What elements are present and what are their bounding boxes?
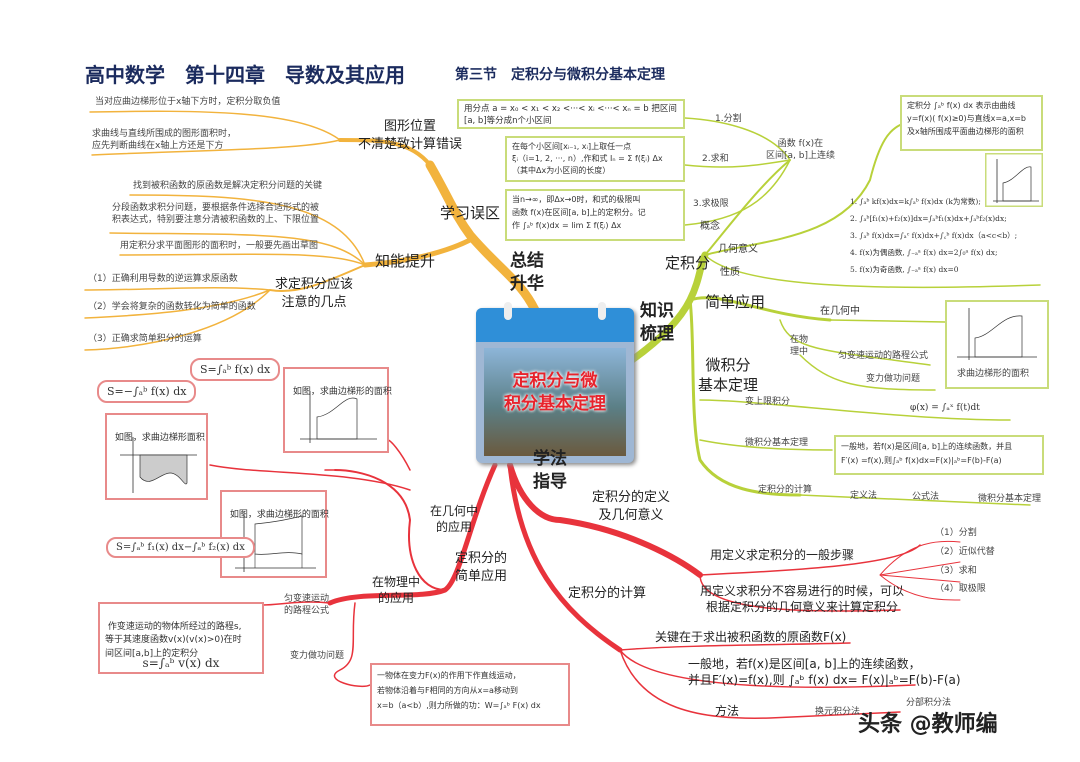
upper-limit-node: 变上限积分 (745, 397, 791, 407)
calendar-header (476, 308, 634, 342)
orange-branches (84, 110, 540, 351)
key-node: 关键在于求出被积函数的原函数F(x) (655, 630, 847, 644)
calendar-ring-icon (598, 302, 606, 320)
step-box: 用分点 a = x₀ < x₁ < x₂ <···< xᵢ <···< xₙ =… (457, 99, 685, 129)
case-caption: 如图，求曲边梯形面积 (114, 432, 205, 443)
green-branches (628, 117, 1041, 506)
geometric-node: 几何意义 (718, 244, 758, 255)
mistakes-node: 学习误区 (440, 204, 501, 222)
work-box: 一物体在变力F(x)的作用下作直线运动， 若物体沿着与F相同的方向从x=a移动到… (370, 663, 570, 726)
notes-node: 求定积分应该 注意的几点 (275, 277, 354, 310)
area-graph-icon (985, 153, 1043, 207)
work-node: 变力做功问题 (290, 651, 345, 661)
property-item: 3. ∫ₐᵇ f(x)dx=∫ₐᶜ f(x)dx+∫꜀ᵇ f(x)dx（a<c<… (850, 231, 1018, 240)
property-item: 5. f(x)为奇函数, ∫₋ₐᵃ f(x) dx=0 (850, 265, 959, 274)
mistake-position-node: 图形位置 不清楚致计算错误 (358, 119, 463, 152)
calendar-ring-icon (504, 302, 512, 320)
summary-node: 总结 升华 (510, 251, 544, 294)
ftc-box: 一般地，若f(x)是区间[a, b]上的连续函数，并且 F′(x) =f(x),… (834, 435, 1044, 475)
formula-bubble: S=∫ₐᵇ f(x) dx (190, 358, 281, 381)
chapter-title: 高中数学 第十四章 导数及其应用 (85, 63, 405, 87)
property-item: 2. ∫ₐᵇ[f₁(x)+f₂(x)]dx=∫ₐᵇf₁(x)dx+∫ₐᵇf₂(x… (850, 214, 1007, 223)
note-item: （3）正确求简单积分的运算 (88, 334, 202, 344)
general-node: 一般地，若f(x)是区间[a, b]上的连续函数， 并且F′(x)=f(x),则… (688, 657, 961, 688)
method-item: 微积分基本定理 (978, 494, 1042, 504)
improve-item: 分段函数求积分问题，要根据条件选择合适形式的被 积表达式，特别要注意分清被积函数… (112, 203, 320, 226)
center-picture: 定积分与微 积分基本定理 (484, 348, 626, 456)
area-graph-icon (957, 308, 1037, 360)
definite-integral-node: 定积分 (665, 254, 711, 272)
work-node: 变力做功问题 (866, 374, 921, 384)
method-node: 方法 (715, 704, 740, 718)
step-box: 在每个小区间[xᵢ₋₁, xᵢ]上取任一点 ξᵢ（i=1, 2, ···, n）… (505, 136, 685, 182)
graph-caption: 求曲边梯形的面积 (957, 369, 1030, 379)
step-label: 3.求极限 (693, 199, 729, 209)
note-item: （2）学会将复杂的函数转化为简单的函数 (88, 302, 256, 312)
geometry-app-node: 在几何中 的应用 (430, 504, 479, 535)
knowledge-node: 知识 梳理 (640, 301, 674, 344)
step-item: （2）近似代替 (935, 547, 995, 557)
motion-text: 作变速运动的物体所经过的路程s, 等于其速度函数v(x)(v(x)>0)在时 间… (105, 621, 242, 659)
simple-app-node: 简单应用 (705, 293, 766, 311)
step-item: （1）分割 (935, 528, 977, 538)
motion-box: 作变速运动的物体所经过的路程s, 等于其速度函数v(x)(v(x)>0)在时 间… (98, 602, 264, 674)
watermark: 头条 @教师编 (858, 712, 998, 737)
area-graph-icon (120, 437, 197, 493)
area-graph-icon (300, 391, 377, 443)
physics-app-node: 在物理中 的应用 (372, 575, 421, 606)
case-caption: 如图，求曲边梯形的面积 (229, 509, 329, 520)
condition-node: 函数 f(x)在 区间[a, b]上连续 (766, 139, 835, 162)
motion-node: 匀变速运动的路程公式 (838, 351, 929, 361)
apps-node: 定积分的 简单应用 (455, 551, 508, 584)
formula-bubble: S=−∫ₐᵇ f(x) dx (97, 380, 197, 403)
section-title: 第三节 定积分与微积分基本定理 (455, 67, 665, 83)
guide-node: 学法 指导 (533, 449, 567, 492)
theorem-node: 微积分 基本定理 (698, 356, 759, 395)
calc-node: 定积分的计算 (568, 586, 647, 601)
simple-graph-box: 求曲边梯形的面积 (945, 300, 1049, 389)
improve-item: 找到被积函数的原函数是解决定积分问题的关键 (133, 181, 323, 191)
motion-node: 匀变速运动 的路程公式 (284, 594, 330, 617)
geometric-box: 定积分 ∫ₐᵇ f(x) dx 表示由曲线 y=f(x)( f(x)≥0)与直线… (900, 95, 1043, 151)
note-item: （1）正确利用导数的逆运算求原函数 (88, 274, 238, 284)
red-branches (209, 439, 961, 719)
case-box: 如图，求曲边梯形的面积 (283, 367, 392, 453)
step-box: 当n→∞，即Δx→0时，和式的极限叫 函数 f(x)在区间[a, b]上的定积分… (505, 189, 685, 241)
ftc-node: 微积分基本定理 (745, 438, 809, 448)
formula-bubble: S=∫ₐᵇ f₁(x) dx−∫ₐᵇ f₂(x) dx (106, 537, 255, 558)
method-item: 分部积分法 (906, 698, 952, 708)
mistake-item: 求曲线与直线所围成的图形面积时， 应先判断曲线在x轴上方还是下方 (92, 129, 237, 152)
physics-node: 在物理中 (790, 335, 809, 358)
motion-formula: s=∫ₐᵇ v(x) dx (142, 656, 220, 670)
definition-note: 用定义求积分不容易进行的时候，可以 根据定积分的几何意义来计算定积分 (700, 584, 905, 615)
method-item: 定义法 (850, 491, 878, 501)
properties-list: 1. ∫ₐᵇ kf(x)dx=k∫ₐᵇ f(x)dx (k为常数); 2. ∫ₐ… (850, 193, 1017, 278)
improve-node: 知能提升 (375, 252, 436, 270)
calc-node: 定积分的计算 (758, 485, 813, 495)
step-item: （3）求和 (935, 566, 977, 576)
property-item: 4. f(x)为偶函数, ∫₋ₐᵃ f(x) dx=2∫₀ᵃ f(x) dx; (850, 248, 998, 257)
center-node: 定积分与微 积分基本定理 (476, 302, 634, 463)
improve-item: 用定积分求平面图形的面积时，一般要先画出草图 (120, 241, 319, 251)
method-item: 公式法 (912, 492, 940, 502)
center-title: 定积分与微 积分基本定理 (504, 371, 606, 414)
steps-node: 用定义求定积分的一般步骤 (710, 548, 855, 562)
step-item: （4）取极限 (935, 584, 986, 594)
definition-node: 定积分的定义 及几何意义 (592, 490, 671, 523)
upper-formula: φ(x) = ∫ₐˣ f(t)dt (910, 403, 980, 413)
property-item: 1. ∫ₐᵇ kf(x)dx=k∫ₐᵇ f(x)dx (k为常数); (850, 197, 981, 206)
case-box: 如图，求曲边梯形面积 (105, 413, 208, 500)
geometry-node: 在几何中 (820, 306, 860, 317)
step-label: 1.分割 (715, 114, 742, 124)
method-item: 换元积分法 (815, 707, 861, 717)
case-caption: 如图，求曲边梯形的面积 (292, 386, 392, 397)
property-node: 性质 (720, 267, 740, 278)
mistake-item: 当对应曲边梯形位于x轴下方时，定积分取负值 (95, 97, 281, 107)
concept-node: 概念 (700, 221, 720, 232)
case-box: 如图，求曲边梯形的面积 (220, 490, 329, 578)
step-label: 2.求和 (702, 154, 729, 164)
